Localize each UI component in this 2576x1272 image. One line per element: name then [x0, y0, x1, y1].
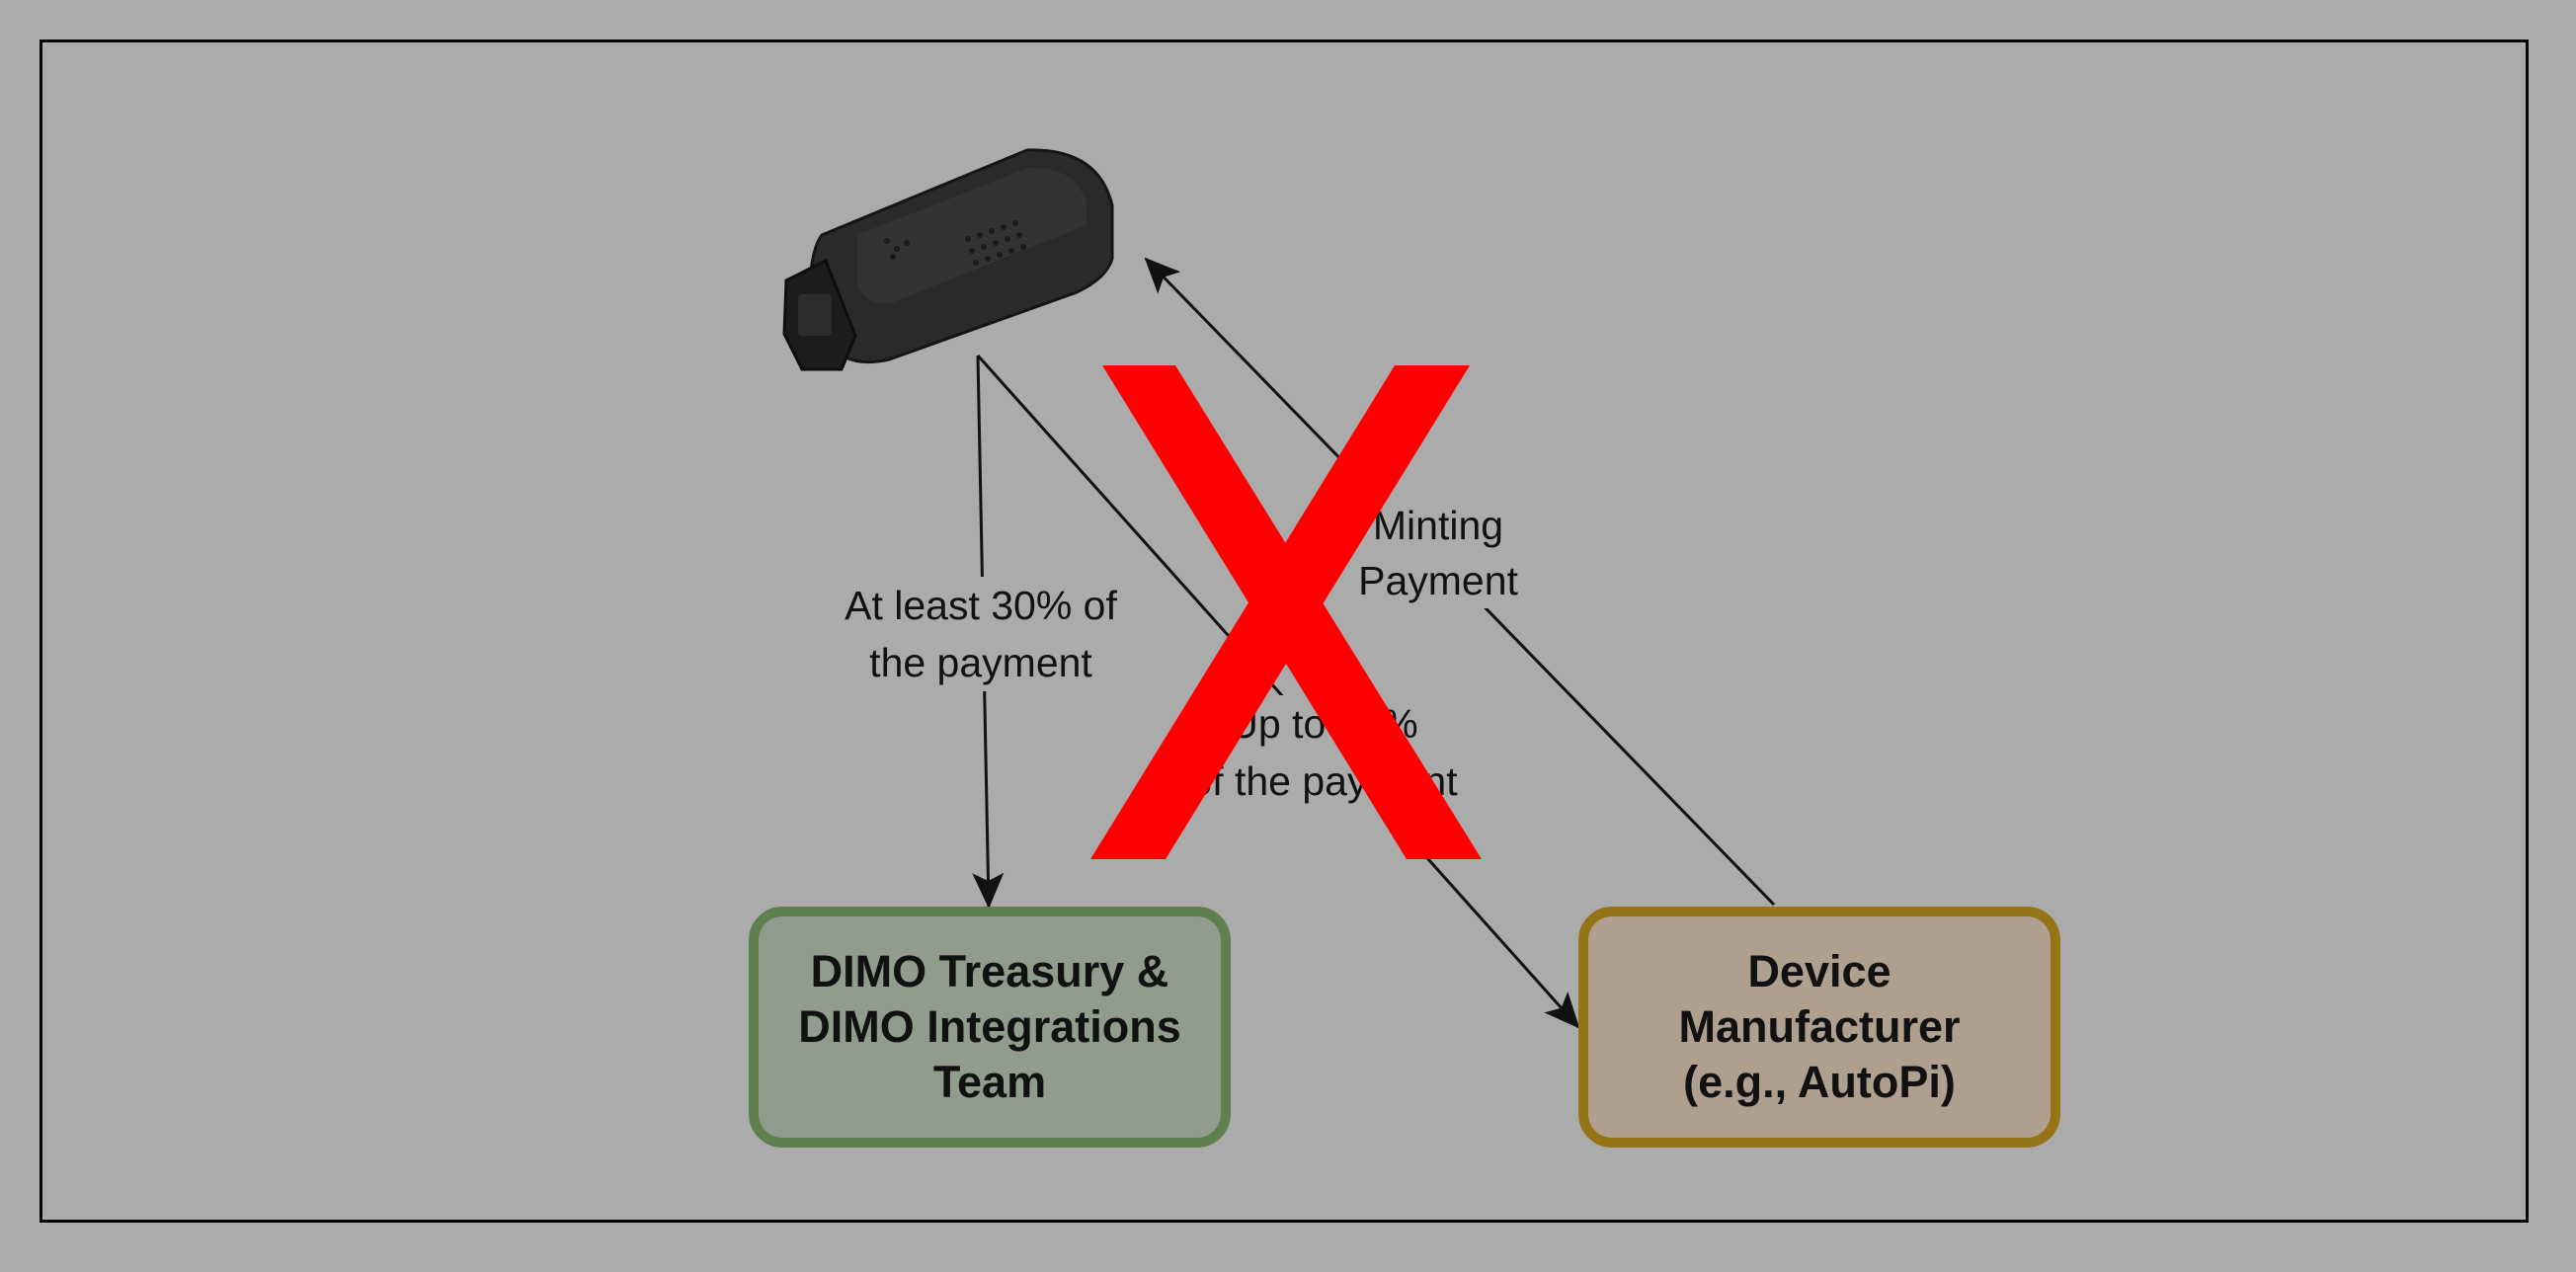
device-manufacturer-box: Device Manufacturer (e.g., AutoPi) — [1578, 907, 2060, 1148]
vent-dots — [884, 220, 1026, 266]
obd-dongle-icon — [782, 148, 1114, 371]
edge-label-minting: Minting Payment — [1345, 498, 1531, 608]
connector-slot — [798, 294, 832, 336]
dongle-top-panel — [857, 167, 1087, 303]
dimo-treasury-box: DIMO Treasury & DIMO Integrations Team — [749, 907, 1231, 1148]
edge-label-to-manufacturer: Up to 70% of the payment — [1156, 695, 1491, 810]
diagram-frame — [40, 40, 2529, 1223]
edge-label-to-dimo: At least 30% of the payment — [808, 577, 1154, 691]
